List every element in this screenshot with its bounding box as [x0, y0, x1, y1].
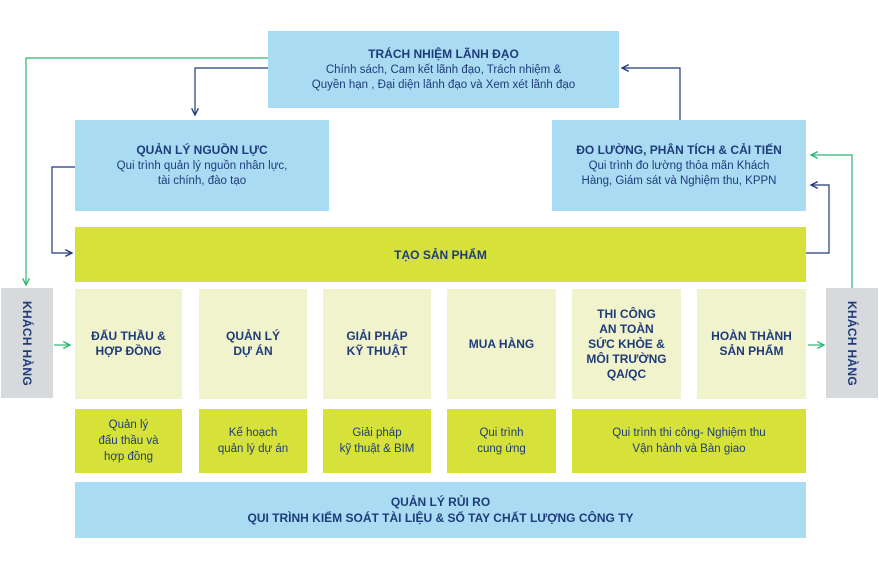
leadership-line-1: Chính sách, Cam kết lãnh đạo, Trách nhiệ…: [325, 63, 562, 76]
process-construction-handover: Qui trình thi công- Nghiệm thu Vận hành …: [572, 409, 806, 473]
arrow-leadership-to-resources: [195, 67, 268, 115]
stage-label: GIẢI PHÁP: [346, 329, 408, 343]
risk-title: QUẢN LÝ RỦI RO: [390, 495, 491, 509]
process-label: đấu thầu và: [98, 435, 159, 447]
process-bidding: Quản lý đấu thầu và hợp đồng: [75, 409, 182, 473]
resources-title: QUẢN LÝ NGUỒN LỰC: [136, 142, 268, 157]
product-title: TẠO SẢN PHẨM: [394, 247, 487, 262]
arrow-measurement-to-leadership: [622, 68, 681, 120]
arrow-product-to-measurement: [806, 185, 830, 254]
process-supply: Qui trình cung ứng: [447, 409, 556, 473]
stage-product-completion: HOÀN THÀNH SẢN PHẨM: [697, 289, 806, 399]
process-label: quản lý dự án: [217, 443, 289, 455]
stage-label: HỢP ĐỒNG: [95, 344, 162, 358]
stage-bidding-contract: ĐẤU THẦU & HỢP ĐỒNG: [75, 289, 182, 399]
process-label: Vận hành và Bàn giao: [632, 443, 746, 455]
stage-project-management: QUẢN LÝ DỰ ÁN: [199, 289, 307, 399]
product-bar: TẠO SẢN PHẨM: [75, 227, 806, 282]
stage-label: SẢN PHẨM: [719, 344, 784, 358]
process-label: Kế hoạch: [228, 427, 278, 439]
stage-label: QA/QC: [606, 366, 647, 381]
process-label: kỹ thuật & BIM: [339, 443, 415, 455]
stage-label: AN TOÀN: [599, 321, 654, 336]
stage-purchasing: MUA HÀNG: [447, 289, 556, 399]
process-label: Giải pháp: [352, 427, 402, 439]
stage-label: MÔI TRƯỜNG: [586, 351, 667, 366]
measurement-line-2: Hàng, Giám sát và Nghiệm thu, KPPN: [581, 174, 777, 187]
risk-management-bar: QUẢN LÝ RỦI RO QUI TRÌNH KIỂM SOÁT TÀI L…: [75, 482, 806, 538]
process-technical-bim: Giải pháp kỹ thuật & BIM: [323, 409, 431, 473]
process-label: Qui trình: [479, 427, 524, 439]
customer-left-label: KHÁCH HÀNG: [20, 300, 34, 386]
leadership-box: TRÁCH NHIỆM LÃNH ĐẠO Chính sách, Cam kết…: [268, 31, 619, 108]
resources-line-2: tài chính, đào tạo: [157, 174, 247, 187]
stage-label: QUẢN LÝ: [226, 329, 280, 343]
process-label: Qui trình thi công- Nghiệm thu: [612, 427, 766, 439]
customer-right-box: KHÁCH HÀNG: [826, 288, 878, 398]
arrow-leadership-to-left-customer: [26, 57, 268, 285]
stage-label: DỰ ÁN: [233, 344, 273, 358]
resources-line-1: Qui trình quản lý nguồn nhân lực,: [116, 159, 288, 172]
leadership-title: TRÁCH NHIỆM LÃNH ĐẠO: [368, 46, 519, 61]
process-label: Quản lý: [108, 419, 149, 431]
customer-left-box: KHÁCH HÀNG: [1, 288, 53, 398]
arrow-resources-to-product: [51, 166, 75, 253]
stage-label: MUA HÀNG: [468, 336, 535, 351]
stage-technical-solution: GIẢI PHÁP KỸ THUẬT: [323, 289, 431, 399]
leadership-line-2: Quyền hạn , Đại diện lãnh đạo và Xem xét…: [311, 78, 576, 91]
stage-label: SỨC KHỎE &: [588, 336, 665, 351]
process-project-plan: Kế hoạch quản lý dự án: [199, 409, 307, 473]
measurement-title: ĐO LƯỜNG, PHÂN TÍCH & CẢI TIẾN: [576, 142, 782, 157]
stage-construction-safety: THI CÔNG AN TOÀN SỨC KHỎE & MÔI TRƯỜNG Q…: [572, 289, 681, 399]
resources-box: QUẢN LÝ NGUỒN LỰC Qui trình quản lý nguồ…: [75, 120, 329, 211]
stage-label: HOÀN THÀNH: [711, 329, 792, 343]
process-label: hợp đồng: [103, 451, 154, 463]
process-label: cung ứng: [477, 443, 526, 455]
customer-right-label: KHÁCH HÀNG: [845, 300, 859, 386]
stage-label: THI CÔNG: [597, 306, 656, 321]
arrow-right-customer-to-measurement: [811, 155, 853, 288]
measurement-line-1: Qui trình đo lường thỏa mãn Khách: [588, 159, 770, 172]
measurement-box: ĐO LƯỜNG, PHÂN TÍCH & CẢI TIẾN Qui trình…: [552, 120, 806, 211]
stage-label: KỸ THUẬT: [346, 344, 408, 358]
stage-label: ĐẤU THẦU &: [91, 329, 166, 343]
risk-subtitle: QUI TRÌNH KIỂM SOÁT TÀI LIỆU & SỔ TAY CH…: [247, 511, 634, 525]
